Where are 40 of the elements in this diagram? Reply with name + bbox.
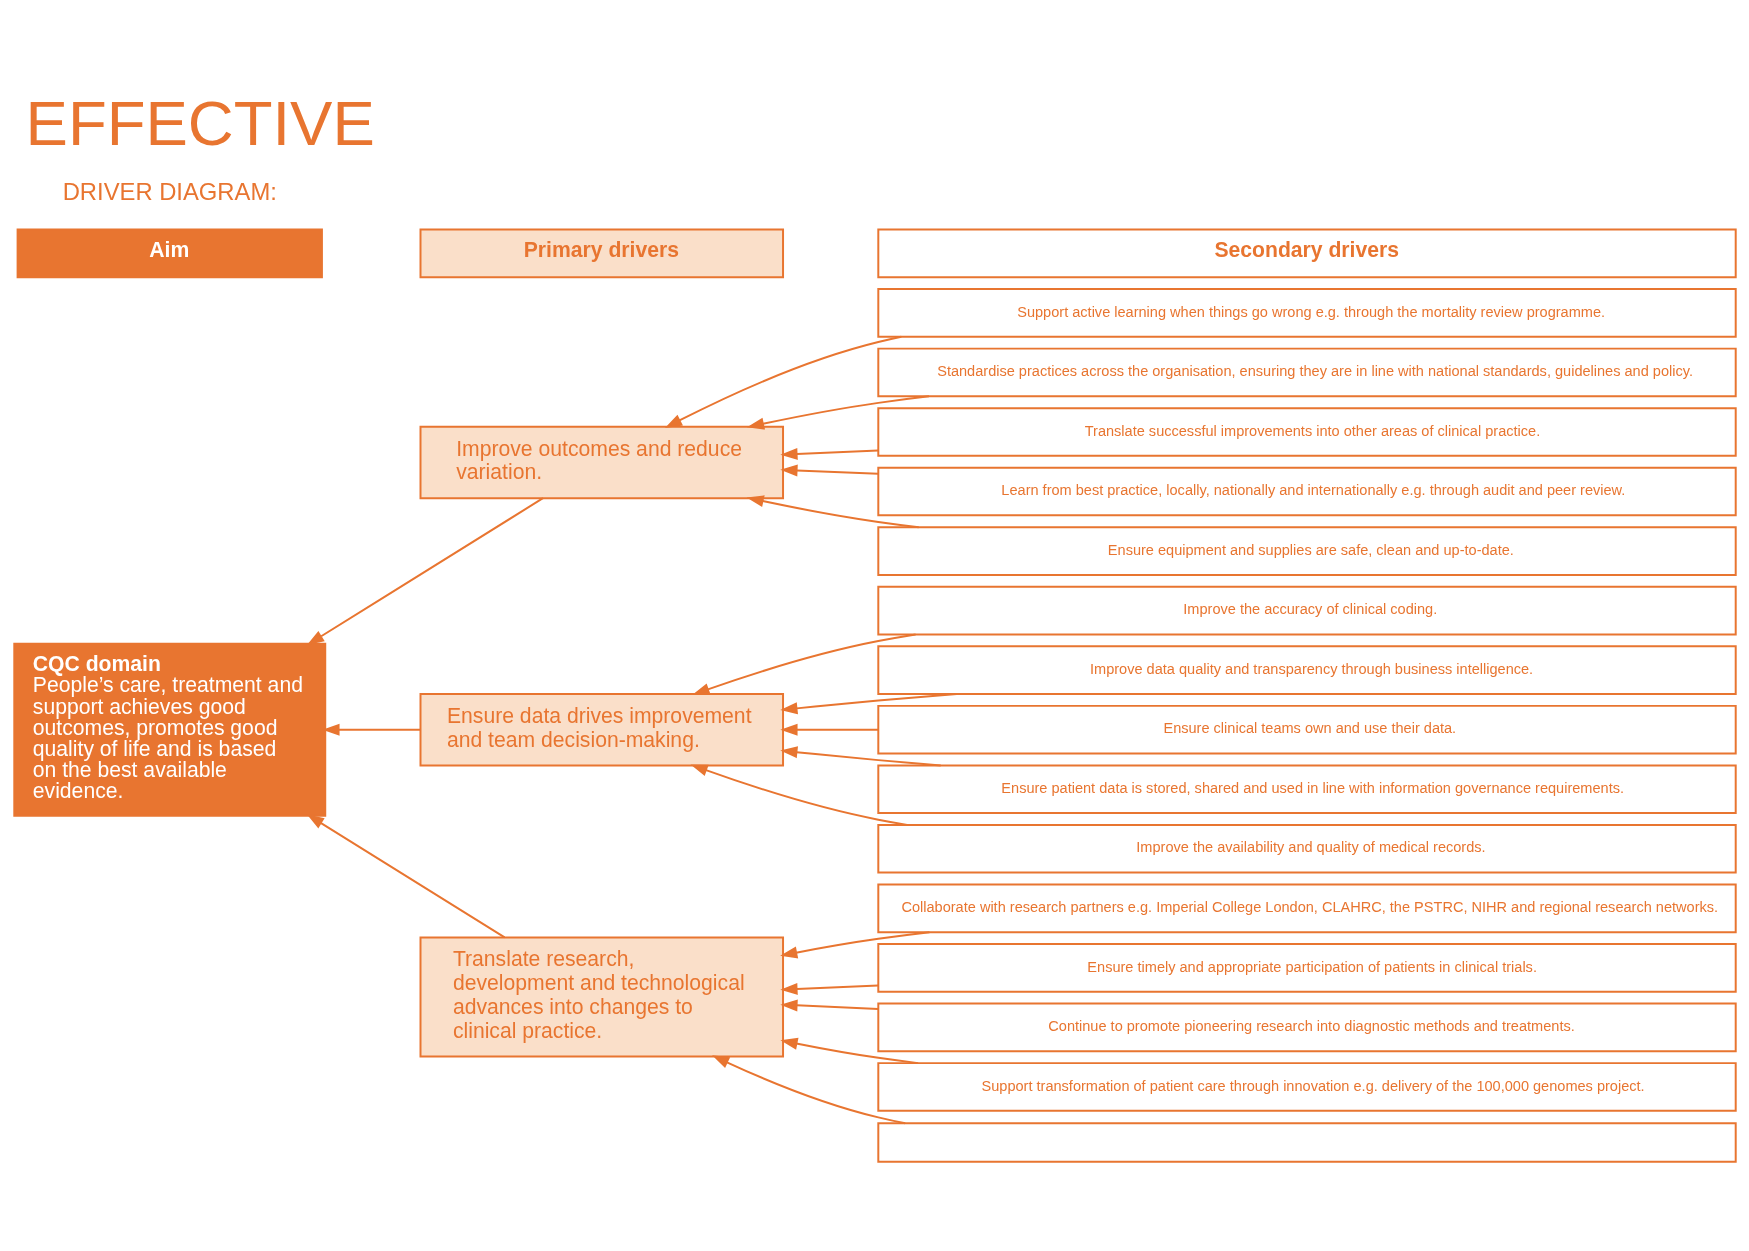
node-box: Secondary drivers <box>876 228 1737 279</box>
node-box: Ensure timely and appropriate participation of patients in clinical trials. <box>876 943 1737 993</box>
node-box: Support active learning when things go wrong e.g. through the mortality review programme. <box>876 288 1737 338</box>
node-box: Ensure equipment and supplies are safe, clean and up-to-date. <box>876 526 1737 576</box>
node-box: Standardise practices across the organisation, ensuring they are in line with national standards, guidelines and policy. <box>876 347 1737 398</box>
arrow <box>779 448 879 460</box>
arrow <box>306 497 544 646</box>
node-box <box>876 1122 1737 1163</box>
arrow <box>779 464 879 477</box>
node-box: Translate successful improvements into other areas of clinical practice. <box>876 407 1737 457</box>
arrow <box>779 999 879 1012</box>
arrow <box>746 395 930 430</box>
node-box: Collaborate with research partners e.g. Imperial College London, CLAHRC, the PSTRC, NIHR and regional research networks. <box>876 883 1737 934</box>
node-box: Aim <box>16 228 323 279</box>
node-box: Improve the accuracy of clinical coding. <box>876 585 1737 636</box>
node-box: Translate research, development and technological advances into changes to clinical practice. <box>419 936 784 1058</box>
diagram-title: EFFECTIVE <box>25 88 375 159</box>
node-box: Primary drivers <box>419 228 784 279</box>
node-box: Continue to promote pioneering research into diagnostic methods and treatments. <box>876 1002 1737 1053</box>
arrow <box>664 335 902 428</box>
arrow <box>746 495 920 529</box>
arrow <box>306 814 506 939</box>
arrow <box>779 693 958 715</box>
arrow <box>779 723 879 736</box>
node-box: Improve data quality and transparency through business intelligence. <box>876 645 1737 695</box>
arrow <box>779 931 931 959</box>
node-box: Ensure data drives improvement and team decision-making. <box>419 693 784 767</box>
arrow <box>779 982 879 995</box>
node-box: Ensure patient data is stored, shared and used in line with information governance requirements. <box>876 764 1737 815</box>
node-box: Ensure clinical teams own and use their data. <box>876 704 1737 755</box>
arrow <box>779 1037 919 1065</box>
node-box: Improve the availability and quality of medical records. <box>876 823 1737 874</box>
node-box: Improve outcomes and reduce variation. <box>419 425 784 500</box>
label: DRIVER DIAGRAM: <box>62 177 277 205</box>
arrow <box>779 746 942 767</box>
node-box: CQC domain People’s care, treatment and support achieves good outcomes, promotes good quality of life and is based on the best available evidence. <box>12 642 326 817</box>
node-box: Support transformation of patient care through innovation e.g. delivery of the 100,000 genomes project. <box>876 1062 1737 1112</box>
arrow <box>691 633 917 695</box>
arrow <box>711 1055 906 1125</box>
node-box: Learn from best practice, locally, nationally and internationally e.g. through audit and peer review. <box>876 466 1737 517</box>
